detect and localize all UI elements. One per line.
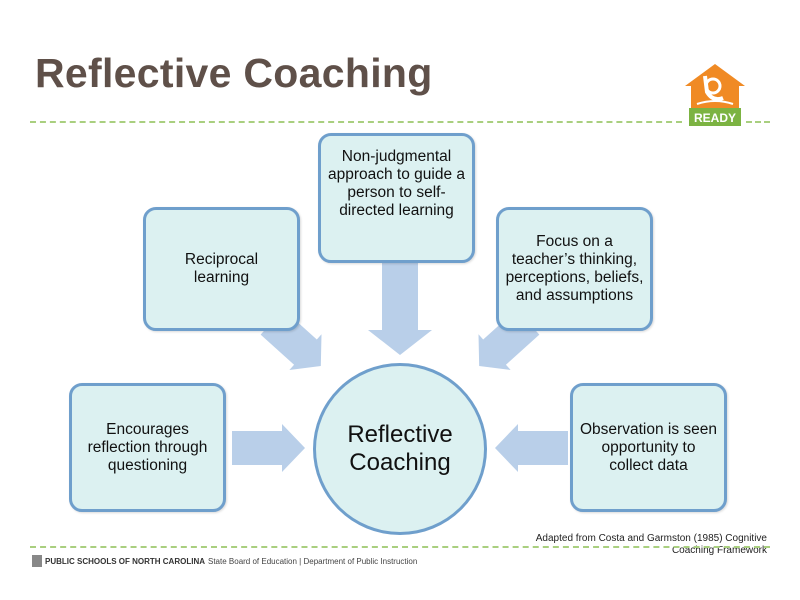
- box-focus-thinking: Focus on a teacher’s thinking, perceptio…: [496, 207, 653, 331]
- ready-logo: READY: [685, 64, 745, 126]
- slide-title: Reflective Coaching: [35, 50, 433, 96]
- arrow-right: [495, 424, 568, 472]
- box-text: Encourages reflection through questionin…: [87, 420, 208, 474]
- nc-seal-icon: [32, 555, 42, 567]
- box-non-judgmental: Non-judgmental approach to guide a perso…: [318, 133, 475, 263]
- box-text: Observation is seen opportunity to colle…: [580, 420, 717, 474]
- box-text: Focus on a teacher’s thinking, perceptio…: [505, 233, 644, 304]
- header-divider-right: [746, 121, 770, 123]
- box-text: Non-judgmental approach to guide a perso…: [327, 148, 466, 219]
- footer-department: State Board of Education | Department of…: [208, 556, 418, 566]
- header-divider: [30, 121, 682, 123]
- box-text: Reciprocal learning: [184, 251, 259, 286]
- arrow-left: [232, 424, 305, 472]
- footer: PUBLIC SCHOOLS OF NORTH CAROLINA State B…: [32, 555, 417, 567]
- source-credit: Adapted from Costa and Garmston (1985) C…: [535, 533, 767, 556]
- box-reciprocal-learning: Reciprocal learning: [143, 207, 300, 331]
- box-encourages-reflection: Encourages reflection through questionin…: [69, 383, 226, 512]
- footer-divider: [30, 546, 770, 548]
- arrow-down: [368, 263, 432, 355]
- box-observation: Observation is seen opportunity to colle…: [570, 383, 727, 512]
- ready-logo-text: READY: [694, 111, 736, 125]
- footer-org: PUBLIC SCHOOLS OF NORTH CAROLINA: [45, 556, 205, 566]
- center-line1: Reflective: [347, 421, 453, 448]
- center-line2: Coaching: [349, 449, 451, 476]
